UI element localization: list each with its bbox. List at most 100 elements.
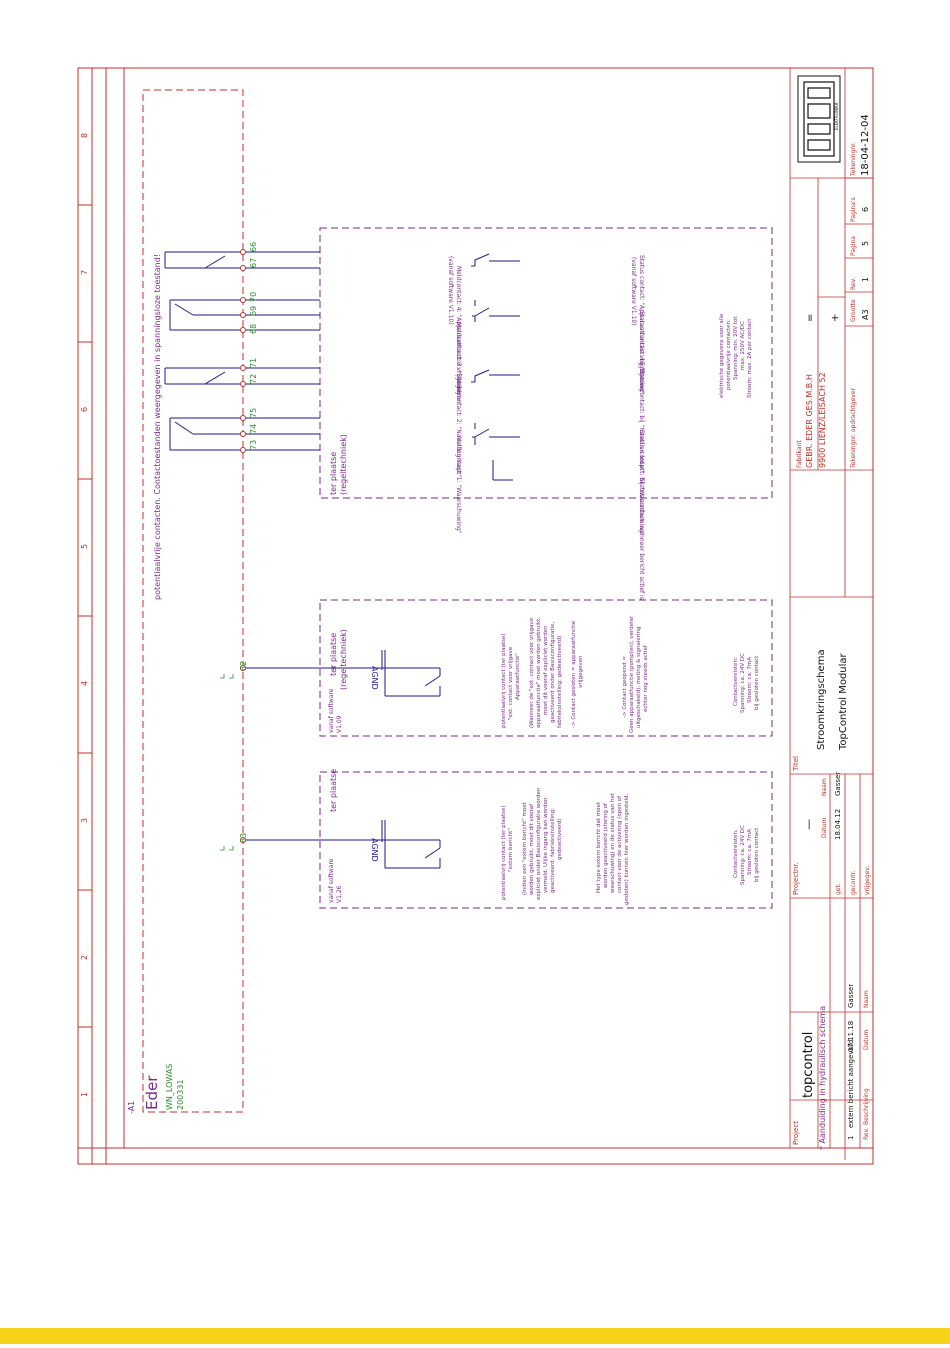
status-contact-2: Status contact: bij "Navullen loopt" (638, 368, 645, 474)
terminal-82: 82 (239, 661, 248, 671)
box2-line: fabrieksinstelling: gedeactiveerd) (557, 636, 563, 728)
rev-label: Rev. (863, 1127, 870, 1140)
rating-line: Spanning: ca. 24V DC (740, 825, 746, 885)
column-number: 8 (80, 133, 89, 138)
column-number: 5 (80, 544, 89, 549)
mark-equal: = (805, 314, 816, 322)
box1-line: gedeactiveerd) (557, 818, 563, 860)
box2-line: "ext. contact voor vrijgave (508, 646, 514, 720)
box1-line: "extern bericht" (508, 828, 514, 872)
box1-line: geactiveerd. fabrieksinstelling: (550, 808, 556, 893)
formaat-label: Grootte (850, 299, 857, 322)
pagina-label: Pagina (850, 236, 857, 256)
get-name: Gasser (834, 772, 842, 796)
eder-logo: ELEKTRONIKA (797, 75, 841, 163)
terminal-67: 67 (249, 258, 258, 268)
device-model: WN_LOWAS (165, 1064, 174, 1110)
desc-label: Beschrijving (863, 1088, 870, 1125)
column-number: 3 (80, 818, 89, 823)
meld-contact-2: Meldcontact: 2: "Navulling loopt" (455, 378, 462, 477)
box2-title2: (regeltechniek) (339, 629, 348, 690)
electrical-line: Stroom: max. 2A per contact (747, 318, 753, 398)
box1-line: expliciet onder Basisconfiguratie worden (536, 787, 542, 900)
column-number: 2 (80, 955, 89, 960)
drawing-frame (77, 67, 874, 1165)
terminal-70: 70 (249, 292, 258, 302)
paginas-label: Pagina's (850, 197, 857, 222)
box2-line: -> Contact gesloten = apparaatfunctie (571, 620, 577, 728)
electrical-line: max. 250V AC/DC (740, 321, 746, 370)
agnd-label: AGND (370, 666, 379, 690)
box1-line: Het type extern bericht dat moet (596, 801, 602, 893)
date-label: Datum (863, 1030, 870, 1050)
titel-label: Titel (792, 756, 800, 772)
box2-text: potentiaalvrij contact (ter plaatse) "ex… (501, 615, 649, 733)
box2-line: -> Contact geopend = (622, 656, 628, 718)
rating-line: bij gesloten contact (754, 827, 760, 882)
projectnr-label: Projectnr. (792, 862, 800, 895)
meld-contact-1: Meldcontact: 1: "Waarschuwing" (455, 436, 462, 534)
box1-line: vermeld. Ulijke ingang kan worden (543, 797, 549, 893)
rating-line: Stroom: ca. 7mA (747, 829, 753, 875)
rev-number: 1 (847, 1136, 855, 1140)
column-number: 6 (80, 407, 89, 412)
box2-line: uitgeschakeld), meting & signalering (636, 627, 642, 728)
get-label: get. (835, 883, 842, 895)
box1-line: contact voor de activering (open of (617, 795, 623, 893)
box3-title2: (regeltechniek) (339, 434, 348, 495)
rev-date: 07.11.18 (847, 1021, 855, 1052)
terminal-69: 69 (249, 306, 258, 316)
electrical-line: Spanning: min. 20V tot (733, 316, 739, 380)
box2-line: potentiaalvrij contact (ter plaatse) (501, 634, 507, 729)
box2-title1: ter plaatse (329, 633, 338, 676)
column-number: 1 (80, 1092, 89, 1097)
box1-header2: V1.26 (336, 885, 343, 903)
logo-sub: ELEKTRONIKA (834, 102, 839, 130)
box-meldcontacten: ter plaatse (regeltechniek) (164, 227, 773, 600)
device-brand: Eder (143, 1075, 161, 1110)
terminal-mark-82 (220, 674, 234, 679)
datum-label: Datum (821, 818, 828, 838)
box2-line: (Wanneer de "ext. contact voor vrijgave (529, 617, 535, 728)
box1-line: waarschuwing) en de status van het (610, 792, 616, 893)
terminal-mark-83 (220, 846, 234, 851)
box1-line: potentiaalvrij contact (ter plaatse) (501, 806, 507, 901)
status-contact-4-sub: (vanaf software V1.10) (630, 257, 637, 326)
box-vrijgave: 82 AGND vanaf software V1.09 ter plaatse… (220, 599, 773, 737)
device-code: 200331 (176, 1079, 185, 1110)
column-number: 4 (80, 681, 89, 686)
box2-line: vrijgegeven (578, 655, 584, 688)
vrijgegev-label: vrijgegev. (864, 866, 871, 895)
get-date: 18.04.12 (834, 809, 842, 840)
column-numbers: 1 2 3 4 5 6 7 8 (80, 133, 89, 1097)
box1-header1: vanaf software (328, 858, 335, 903)
hydraulic-note: * Aanduiding in hydraulisch schema (818, 1006, 827, 1150)
box2-line: moet dit vooraf expliciet worden (543, 625, 549, 715)
paginas-value: 6 (861, 207, 870, 212)
box2-line: echter nog steeds actief (643, 644, 649, 712)
device-a1: -A1 Eder WN_LOWAS 200331 (127, 89, 244, 1114)
electrical-line: potentiaalvrije contacten: (726, 319, 732, 390)
terminal-73: 73 (249, 440, 258, 450)
rating-line: Stroom: ca. 7mA (747, 657, 753, 703)
rev2-value: 1 (861, 277, 870, 282)
box1-line: worden geactiveerd (storing of (603, 802, 609, 888)
box1-text: potentiaalvrij contact (ter plaatse) "ex… (501, 787, 630, 905)
box2-line: Apparaatfunctie" (515, 653, 521, 700)
mark-plus: + (830, 314, 841, 322)
terminal-71: 71 (249, 358, 258, 368)
box1-title: ter plaatse (329, 769, 338, 812)
box2-line: apparaatfunctie" moet worden gebruikt, (536, 617, 542, 728)
terminal-83: 83 (239, 833, 248, 843)
project-label: Project (792, 1121, 800, 1145)
top-note: potentiaalvrije contacten. Contactoestan… (153, 254, 162, 600)
box1-line: worden gebruikt, moet dit vooraf (529, 803, 535, 895)
meld-contact-4: Meldcontact: 4: "Apparaatfunctie vrijgeg… (455, 266, 462, 406)
projectnr-value: — (802, 819, 815, 830)
box2-rating: Contactvereisten: Spanning: ca. 24V DC S… (733, 653, 760, 713)
box1-line: gesloten) kunnen hier worden ingesteld. (624, 793, 630, 905)
status-contact-3: Status contact: bij "Storing" (638, 311, 645, 395)
rating-line: Contactvereisten: (733, 657, 739, 706)
pagina-value: 5 (861, 241, 870, 246)
